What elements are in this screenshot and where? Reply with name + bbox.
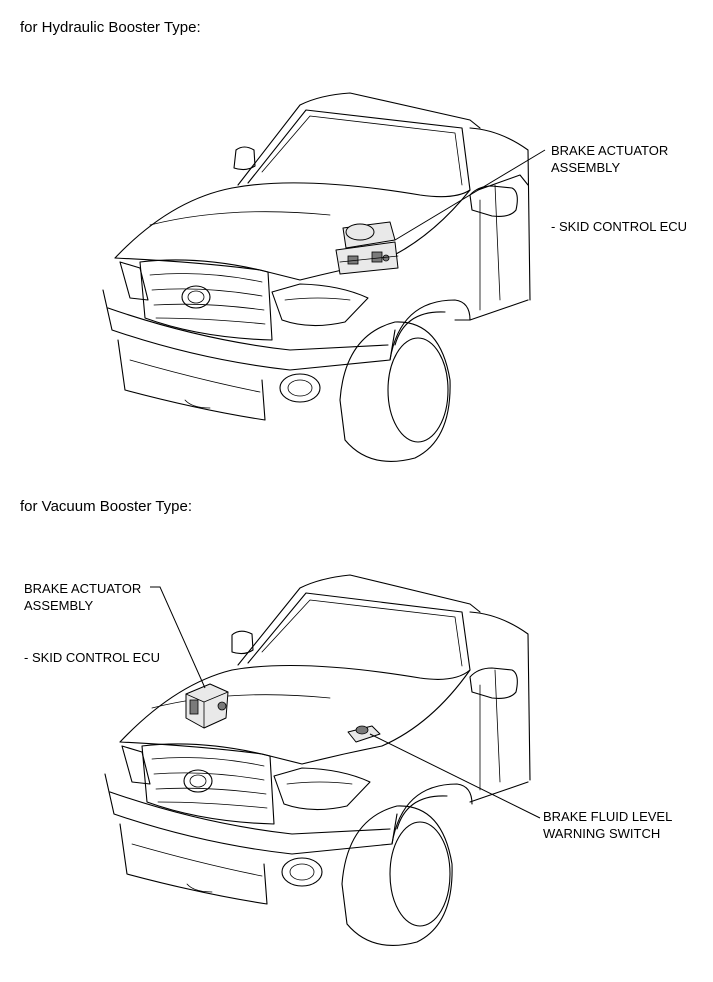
hydraulic-truck-diagram bbox=[102, 92, 546, 462]
brake-fluid-level-warning-switch bbox=[347, 725, 381, 743]
truck-illustration-hydraulic bbox=[102, 92, 531, 462]
actuator-leader-line-vacuum bbox=[150, 586, 206, 689]
switch-label-line1: BRAKE FLUID LEVEL bbox=[543, 809, 673, 824]
skid-control-ecu-label-hydraulic: - SKID CONTROL ECU bbox=[551, 219, 688, 234]
brake-actuator-assembly-vacuum bbox=[185, 683, 229, 729]
actuator-leader-line-hydraulic bbox=[394, 149, 546, 241]
hydraulic-section-heading: for Hydraulic Booster Type: bbox=[20, 19, 201, 36]
actuator-label-line2-vacuum: ASSEMBLY bbox=[24, 598, 94, 613]
vacuum-section-heading: for Vacuum Booster Type: bbox=[20, 498, 193, 515]
switch-leader-line bbox=[369, 733, 541, 819]
brake-actuator-assembly-hydraulic bbox=[335, 221, 399, 275]
actuator-label-line1-vacuum: BRAKE ACTUATOR bbox=[24, 581, 142, 596]
actuator-label-line1-hydraulic: BRAKE ACTUATOR bbox=[551, 143, 669, 158]
switch-label-line2: WARNING SWITCH bbox=[543, 826, 661, 841]
skid-control-ecu-label-vacuum: - SKID CONTROL ECU bbox=[24, 650, 161, 665]
actuator-label-line2-hydraulic: ASSEMBLY bbox=[551, 160, 621, 175]
truck-illustration-vacuum bbox=[104, 574, 531, 946]
vacuum-truck-diagram bbox=[104, 574, 541, 946]
